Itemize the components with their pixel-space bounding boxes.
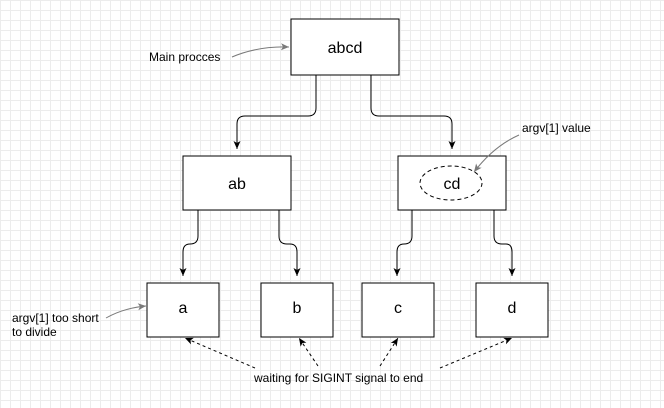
node-b: b bbox=[260, 282, 334, 338]
node-root: abcd bbox=[290, 18, 400, 76]
waiting-arrow-b bbox=[298, 337, 319, 367]
node-ab-label: ab bbox=[228, 176, 246, 193]
waiting-arrow-c bbox=[379, 337, 399, 367]
node-root-label: abcd bbox=[328, 40, 363, 57]
argv-value-arrow bbox=[473, 134, 520, 173]
node-c: c bbox=[361, 282, 435, 338]
main-process-label: Main procces bbox=[149, 50, 220, 64]
edge-root-to-ab bbox=[233, 75, 317, 149]
edge-ab-to-b bbox=[278, 210, 301, 276]
waiting-arrow-d bbox=[439, 337, 513, 369]
edge-cd-to-d bbox=[493, 210, 516, 276]
edge-ab-to-a bbox=[179, 210, 199, 276]
node-a-label: a bbox=[179, 300, 188, 317]
node-cd: cd bbox=[397, 155, 507, 211]
node-d-label: d bbox=[508, 300, 517, 317]
argv-highlight-ellipse bbox=[419, 165, 483, 201]
argv-value-label: argv[1] value bbox=[522, 121, 591, 135]
node-a: a bbox=[146, 282, 220, 338]
edge-cd-to-c bbox=[393, 210, 413, 276]
argv-short-label-line1: argv[1] too short bbox=[12, 311, 99, 325]
node-b-label: b bbox=[293, 300, 302, 317]
node-d: d bbox=[475, 282, 549, 338]
main-process-arrow bbox=[231, 43, 290, 58]
node-cd-label: cd bbox=[444, 176, 461, 193]
node-ab: ab bbox=[182, 155, 292, 211]
node-c-label: c bbox=[394, 300, 402, 317]
waiting-label: waiting for SIGINT signal to end bbox=[253, 371, 423, 385]
waiting-arrow-a bbox=[184, 337, 256, 369]
argv-short-label-line2: to divide bbox=[12, 325, 57, 339]
edge-root-to-cd bbox=[370, 75, 456, 149]
argv-short-arrow bbox=[105, 303, 147, 319]
